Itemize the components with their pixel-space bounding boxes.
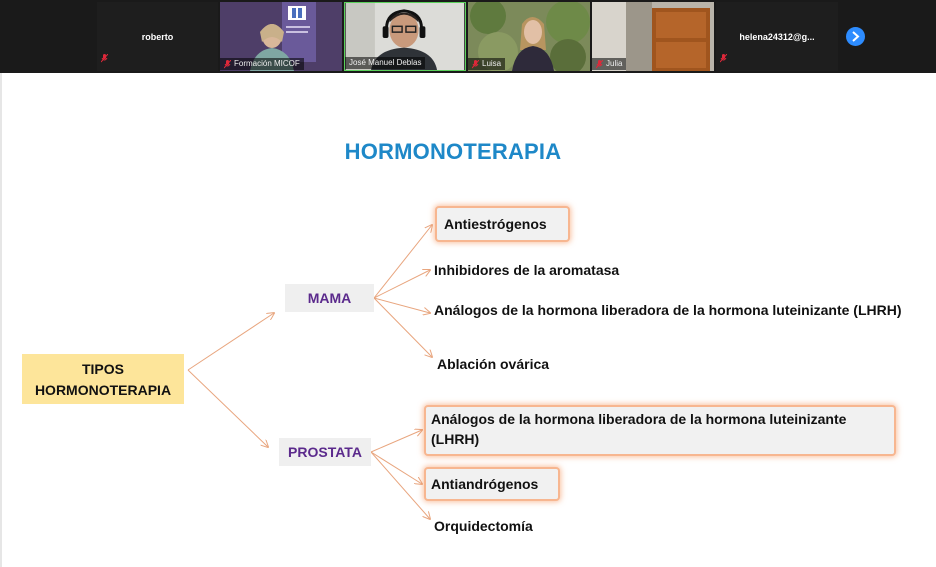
chevron-right-icon: [852, 31, 860, 42]
muted-mic-icon: [224, 59, 231, 69]
arrow-mama-to-item1: [373, 225, 432, 299]
participant-caption: Formación MICOF: [220, 58, 304, 70]
arrow-root-to-mama: [187, 313, 274, 371]
participant-name: roberto: [141, 32, 174, 42]
prostata-item-1: Análogos de la hormona liberadora de la …: [426, 407, 894, 454]
mama-item-4: Ablación ovárica: [437, 356, 550, 372]
arrow-mama-to-item4: [373, 297, 432, 357]
arrow-prostata-to-item2: [370, 451, 422, 484]
root-node: TIPOS HORMONOTERAPIA: [22, 354, 184, 404]
next-participants-button[interactable]: [846, 27, 865, 46]
participant-caption: José Manuel Deblas: [345, 57, 426, 69]
participant-tile-helena[interactable]: helena24312@g...: [716, 2, 838, 71]
participant-caption: Luisa: [468, 58, 506, 70]
video-feed: [592, 2, 714, 71]
prostata-item-2: Antiandrógenos: [426, 469, 558, 499]
muted-mic-icon: [100, 50, 109, 68]
mama-item-2: Inhibidores de la aromatasa: [434, 262, 620, 278]
arrow-mama-to-item3: [373, 297, 430, 313]
arrow-prostata-to-item3: [370, 451, 430, 519]
muted-mic-icon: [472, 59, 479, 69]
arrow-root-to-prostata: [187, 369, 268, 447]
shared-slide: HORMONOTERAPIA TIPOS HORMONOTERAPIA MAMA…: [0, 73, 936, 567]
category-prostata: PROSTATA: [279, 438, 371, 466]
slide-title: HORMONOTERAPIA: [344, 139, 562, 164]
participant-tile-roberto[interactable]: roberto: [97, 2, 218, 71]
participant-tile-julia[interactable]: Julia: [592, 2, 714, 71]
participant-tile-luisa[interactable]: Luisa: [468, 2, 590, 71]
diagram-arrows: [187, 73, 936, 567]
mama-item-3: Análogos de la hormona liberadora de la …: [434, 302, 902, 318]
participant-name: helena24312@g...: [739, 32, 815, 42]
prostata-item-3: Orquidectomía: [434, 518, 533, 534]
arrow-prostata-to-item1: [370, 430, 422, 453]
participant-strip: roberto Formación MICOF: [0, 0, 936, 73]
mama-item-1: Antiestrógenos: [437, 208, 568, 240]
participant-tile-jose-manuel[interactable]: José Manuel Deblas: [344, 2, 466, 71]
muted-mic-icon: [719, 50, 728, 68]
category-mama: MAMA: [285, 284, 374, 312]
muted-mic-icon: [596, 59, 603, 69]
arrow-mama-to-item2: [373, 270, 430, 299]
participant-caption: Julia: [592, 58, 627, 70]
participant-tile-formacion[interactable]: Formación MICOF: [220, 2, 342, 71]
